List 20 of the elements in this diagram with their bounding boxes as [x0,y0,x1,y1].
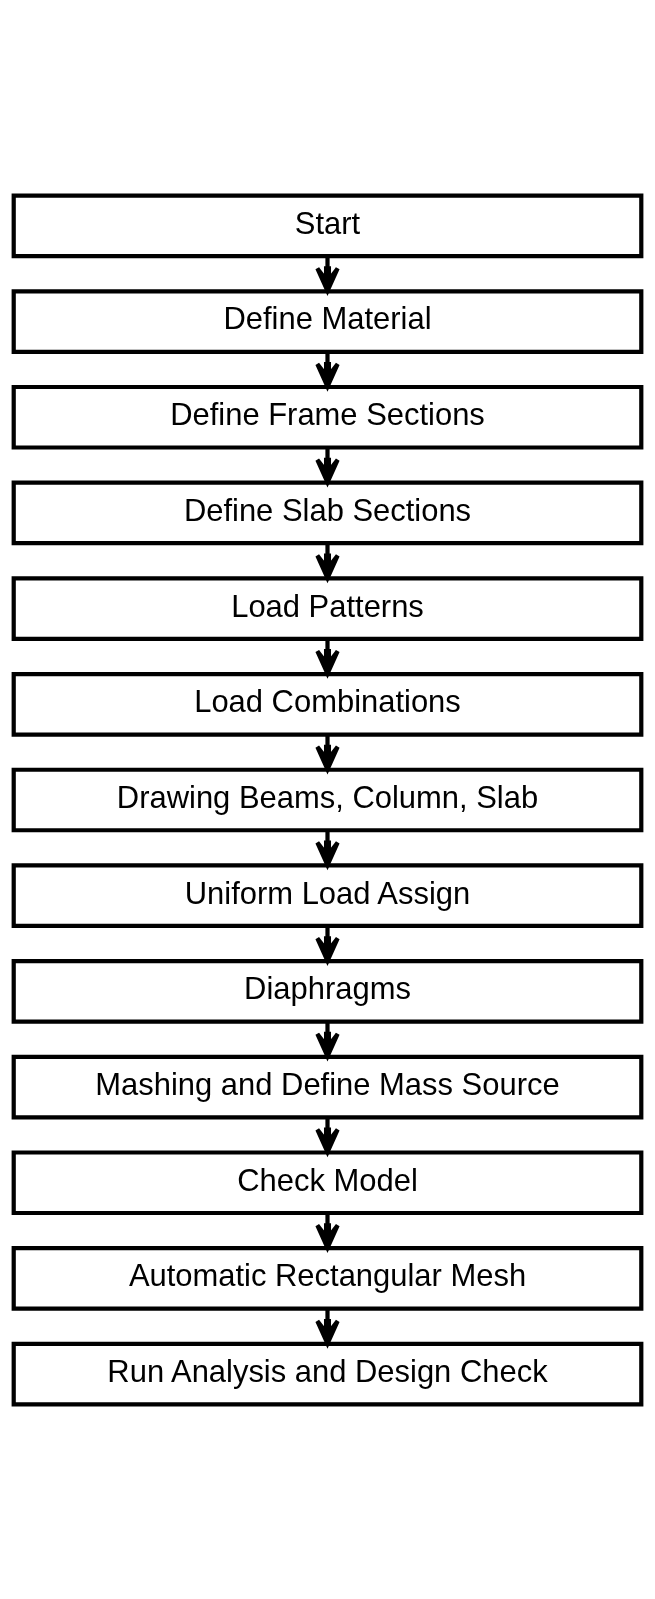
node-box: Check Model [11,1149,644,1215]
node-box: Diaphragms [11,958,644,1024]
node-box: Mashing and Define Mass Source [11,1054,644,1119]
node-box: Automatic Rectangular Mesh [11,1245,644,1311]
node-box: Define Frame Sections [11,384,644,450]
node-box: Run Analysis and Design Check [11,1341,644,1406]
node-box: Define Material [11,288,644,354]
node-box: Load Combinations [11,671,644,737]
arrow [315,1308,340,1346]
arrow [315,351,340,389]
node-box: Drawing Beams, Column, Slab [11,767,644,832]
node-box: Start [11,193,644,258]
node-box: Load Patterns [11,575,644,641]
arrow [315,638,340,676]
arrow [315,1212,340,1250]
arrow [315,1021,340,1059]
arrow [315,255,340,293]
node-box: Define Slab Sections [11,480,644,545]
node-box: Uniform Load Assign [11,862,644,928]
arrow [315,925,340,963]
